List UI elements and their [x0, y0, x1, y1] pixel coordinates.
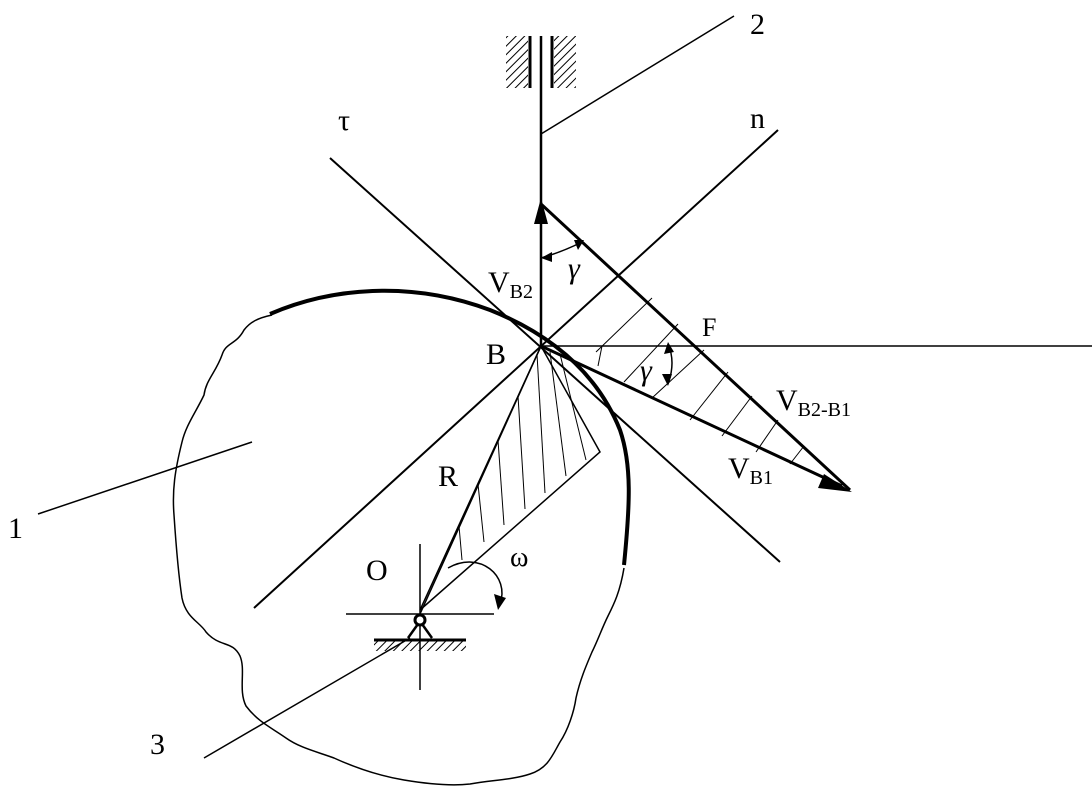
pivot-support-left: [406, 623, 420, 639]
omega-arrowhead: [494, 594, 506, 610]
body-1-outline: [172, 314, 625, 786]
label-radius-r: R: [438, 460, 458, 493]
label-tangent-tau: τ: [338, 104, 350, 137]
leader-line-3: [203, 637, 411, 759]
triangle-obn-hatched: [419, 344, 601, 611]
label-angle-gamma-top: γ: [568, 252, 581, 285]
tangent-line-tau: [329, 157, 781, 563]
label-velocity-vb1: VB1: [728, 452, 773, 489]
label-point-b: B: [486, 338, 506, 371]
crank-radius-ob: [419, 345, 542, 615]
guide-right-hatch: [554, 36, 576, 88]
angle-gamma-top-arrow-b: [574, 240, 584, 250]
cam-profile-arc: [269, 288, 631, 566]
vector-vb1-line: [540, 344, 843, 488]
normal-line-n: [253, 129, 779, 609]
pivot-support-right: [420, 623, 434, 639]
leader-line-2: [540, 15, 735, 135]
label-velocity-vb2b1: VB2-B1: [776, 384, 851, 421]
angle-gamma-bottom-arrow-b: [662, 374, 672, 386]
label-point-o: O: [366, 554, 388, 587]
leader-line-1: [37, 441, 253, 515]
angle-gamma-bottom-arrow-a: [664, 342, 674, 354]
pivot-joint: [413, 613, 427, 627]
label-velocity-vb2: VB2: [488, 266, 533, 303]
velocity-triangle-hatch-lines: [595, 297, 805, 465]
guide-left-hatch: [506, 36, 528, 88]
label-angle-gamma-bottom: γ: [640, 354, 653, 387]
label-part-2: 2: [750, 8, 765, 41]
triangle-obn-hatch-lines: [458, 351, 587, 561]
label-point-f: F: [702, 313, 716, 342]
angle-gamma-top-arrow-a: [541, 252, 552, 262]
vector-vb1-arrowhead: [818, 474, 852, 492]
vector-vb2b1-line: [539, 202, 852, 492]
pivot-ground-hatch: [374, 641, 466, 651]
label-part-3: 3: [150, 728, 165, 761]
label-part-1: 1: [8, 512, 23, 545]
omega-rotation-arc: [447, 561, 503, 605]
vector-vb2-arrowhead: [534, 198, 548, 224]
label-normal-n: n: [750, 102, 765, 135]
label-omega: ω: [510, 542, 528, 573]
